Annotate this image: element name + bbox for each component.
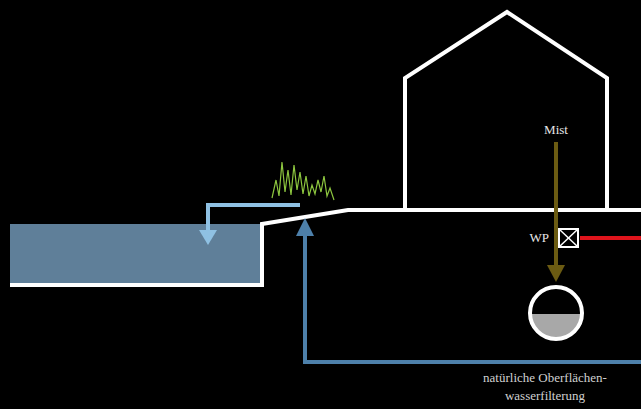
- heat-line: [580, 236, 641, 240]
- filter-flow-arrowhead: [296, 218, 314, 236]
- heat-pump-symbol: [559, 229, 578, 247]
- heat-pump-cross: [559, 229, 578, 247]
- caption-label: natürliche Oberflächen- wasserfilterung: [460, 369, 630, 405]
- heat-pump-cross: [559, 229, 578, 247]
- plant-symbol: [272, 162, 334, 200]
- outflow-arrow: [208, 205, 300, 232]
- tank-symbol: [530, 287, 582, 339]
- manure-arrow: [554, 142, 558, 268]
- outflow-arrowhead: [199, 230, 217, 245]
- ground-line: [10, 210, 641, 285]
- part-label: Mist: [544, 121, 568, 139]
- manure-arrowhead: [547, 265, 565, 282]
- part-label: WP: [530, 229, 550, 247]
- house-outline: [405, 12, 607, 210]
- pond-water: [10, 224, 262, 285]
- filter-flow-arrow: [305, 232, 641, 362]
